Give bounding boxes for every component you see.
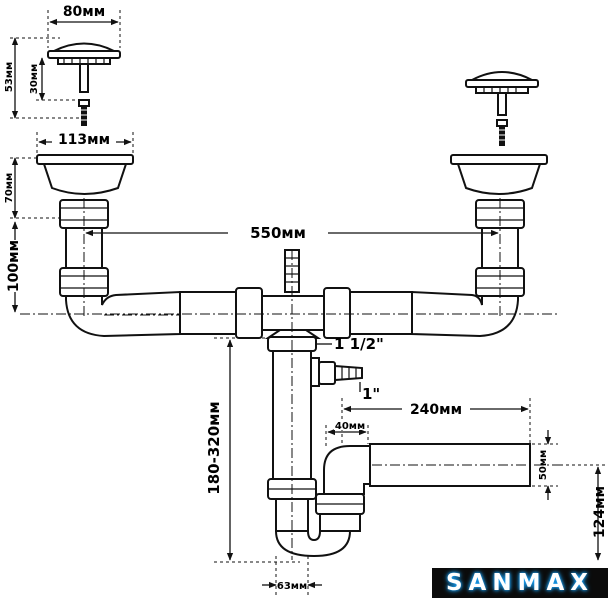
dim-trap-diameter: 63мм <box>277 581 307 592</box>
dim-bowl-depth: 70мм <box>4 173 15 203</box>
dim-outlet-height: 124мм <box>592 486 608 538</box>
label-trap-inlet: 1 1/2" <box>334 335 384 353</box>
dim-screen-depth: 30мм <box>29 64 40 94</box>
right-screw <box>496 119 508 146</box>
right-bowl-outlet <box>411 154 548 338</box>
dim-height-range: 180-320мм <box>205 401 223 494</box>
dim-outlet-diameter: 50мм <box>538 450 549 480</box>
dim-top-strainer-width: 80мм <box>63 4 105 20</box>
label-side-inlet: 1" <box>362 385 380 403</box>
dim-outlet-offset: 240мм <box>410 402 462 418</box>
dim-bowl-spacing: 550мм <box>250 224 306 242</box>
dim-riser-height: 100мм <box>6 240 22 292</box>
left-screw <box>78 99 90 126</box>
side-inlet-nozzle <box>310 357 363 387</box>
left-strainer-cap <box>47 42 121 93</box>
dim-bowl-diameter: 113мм <box>58 132 110 148</box>
left-bowl-outlet <box>36 154 181 338</box>
right-strainer-cap <box>465 71 539 116</box>
dim-outlet-gap: 40мм <box>335 421 365 432</box>
dim-strainer-height: 53мм <box>4 62 15 92</box>
brand-logo: SANMAX <box>432 568 608 598</box>
horizontal-pipe <box>179 287 413 339</box>
